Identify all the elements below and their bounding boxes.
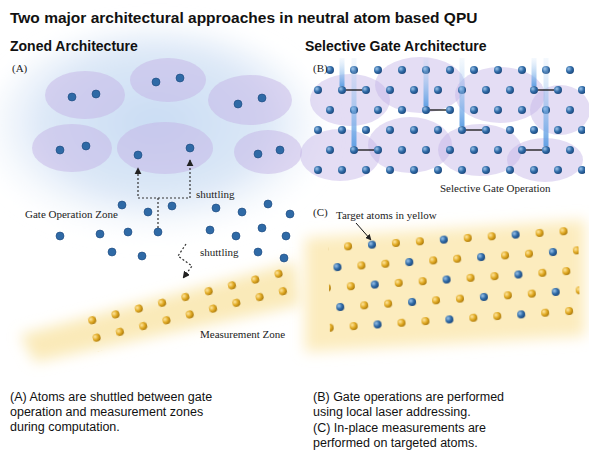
panel-heading: Zoned Architecture: [10, 38, 138, 54]
laser-beam: [544, 58, 549, 146]
laser-beam: [460, 58, 465, 126]
panel-caption: (C) In-place measurements are performed …: [313, 421, 528, 451]
laser-beam: [424, 58, 429, 106]
atom-array: [300, 215, 589, 350]
gate-link: [430, 109, 446, 110]
panel-heading: Selective Gate Architecture: [305, 38, 487, 54]
rydberg-region: [130, 58, 206, 102]
panel-letter: (A): [12, 62, 27, 74]
laser-beams: [340, 58, 549, 146]
zone-label: Gate Operation Zone: [25, 208, 118, 220]
shuttle-label: shuttling: [196, 188, 235, 200]
gate-link: [538, 89, 554, 90]
laser-beam: [340, 58, 345, 86]
diagram-title: Two major architectural approaches in ne…: [10, 9, 477, 27]
gate-link: [466, 129, 482, 130]
shuttle-connector: [178, 244, 192, 278]
operation-label: Selective Gate Operation: [440, 182, 551, 194]
panel-caption: (B) Gate operations are performed using …: [313, 390, 528, 420]
rydberg-region: [45, 71, 125, 119]
zone-label: Measurement Zone: [200, 328, 285, 340]
panel-caption: (A) Atoms are shuttled between gate oper…: [10, 390, 225, 435]
rydberg-region: [32, 124, 112, 172]
panel-letter: (B): [313, 62, 328, 74]
rydberg-region: [117, 122, 213, 174]
rydberg-regions: [32, 58, 302, 174]
gate-link: [526, 149, 542, 150]
rydberg-region: [208, 75, 292, 125]
leader-arrow: [356, 223, 371, 240]
atom-array: [56, 74, 294, 262]
shuttle-path: [138, 168, 158, 228]
measured-atom-array: [60, 240, 310, 365]
rydberg-regions: [300, 57, 589, 182]
gate-link: [346, 89, 362, 90]
gate-link: [358, 149, 374, 150]
laser-beam: [352, 58, 357, 146]
callout-label: Target atoms in yellow: [336, 209, 437, 221]
panel-letter: (C): [313, 206, 328, 218]
shuttle-label: shuttling: [200, 246, 239, 258]
rydberg-region: [234, 130, 302, 174]
zone-fill: [0, 26, 325, 242]
laser-beam: [532, 58, 537, 86]
gate-links: [346, 90, 554, 150]
shuttle-path: [158, 160, 190, 198]
